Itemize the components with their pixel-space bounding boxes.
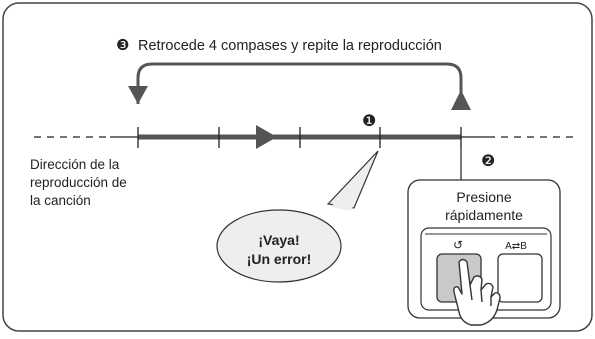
ab-repeat-symbol: A⇄B <box>505 241 527 252</box>
press-line1: Presione <box>456 189 511 205</box>
rewind-symbol-icon: ↺ <box>453 238 463 252</box>
direction-label-line3: la canción <box>30 193 91 208</box>
bubble-line2: ¡Un error! <box>247 251 312 267</box>
loop-start-arrowhead <box>128 86 148 104</box>
step1-marker: ❶ <box>362 113 376 130</box>
direction-label-line2: reproducción de <box>30 175 127 190</box>
bubble-line1: ¡Vaya! <box>258 232 299 248</box>
press-line2: rápidamente <box>445 207 523 223</box>
step3-marker: ❸ <box>116 37 129 54</box>
step2-marker: ❷ <box>481 153 495 170</box>
return-loop-arrow <box>136 62 463 104</box>
direction-arrowhead <box>256 125 277 149</box>
step3-label: Retrocede 4 compases y repite la reprodu… <box>138 38 442 54</box>
loop-end-arrowhead <box>451 90 471 110</box>
ab-repeat-button[interactable] <box>497 253 543 303</box>
direction-label-line1: Dirección de la <box>30 157 120 172</box>
pressing-hand-icon <box>453 258 501 326</box>
speech-bubble-body <box>216 209 342 283</box>
speech-bubble-tail-cover <box>331 156 375 211</box>
